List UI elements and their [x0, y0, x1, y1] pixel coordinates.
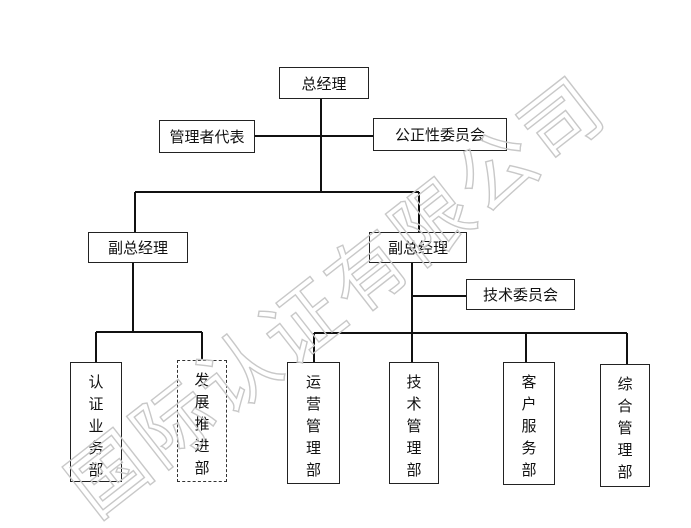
node-label: 总经理 [301, 74, 347, 93]
node-dept-technical: 技 术 管 理 部 [389, 362, 439, 484]
dept-label-development: 发 展 推 进 部 [194, 371, 210, 477]
dept-label-technical: 技 术 管 理 部 [406, 373, 422, 479]
node-dept-certification: 认 证 业 务 部 [70, 362, 122, 482]
node-management-representative: 管理者代表 [159, 120, 255, 153]
dept-label-certification: 认 证 业 务 部 [88, 373, 104, 479]
node-label: 公正性委员会 [394, 126, 485, 144]
node-label: 副总经理 [387, 239, 448, 257]
node-label: 管理者代表 [169, 128, 245, 146]
node-vice-gm-right: 副总经理 [369, 232, 467, 263]
node-vice-gm-left: 副总经理 [88, 232, 188, 263]
node-technical-committee: 技术委员会 [466, 279, 575, 310]
node-impartiality-committee: 公正性委员会 [373, 118, 507, 151]
dept-label-operations: 运 营 管 理 部 [305, 373, 321, 479]
dept-label-client-service: 客 户 服 务 部 [521, 373, 537, 479]
node-label: 技术委员会 [482, 286, 558, 304]
node-dept-development: 发 展 推 进 部 [177, 360, 227, 482]
node-label: 副总经理 [107, 239, 168, 257]
node-dept-client-service: 客 户 服 务 部 [503, 362, 555, 485]
node-dept-general-admin: 综 合 管 理 部 [600, 364, 650, 487]
node-general-manager: 总经理 [279, 67, 369, 99]
dept-label-general-admin: 综 合 管 理 部 [617, 375, 633, 481]
node-dept-operations: 运 营 管 理 部 [287, 362, 340, 484]
